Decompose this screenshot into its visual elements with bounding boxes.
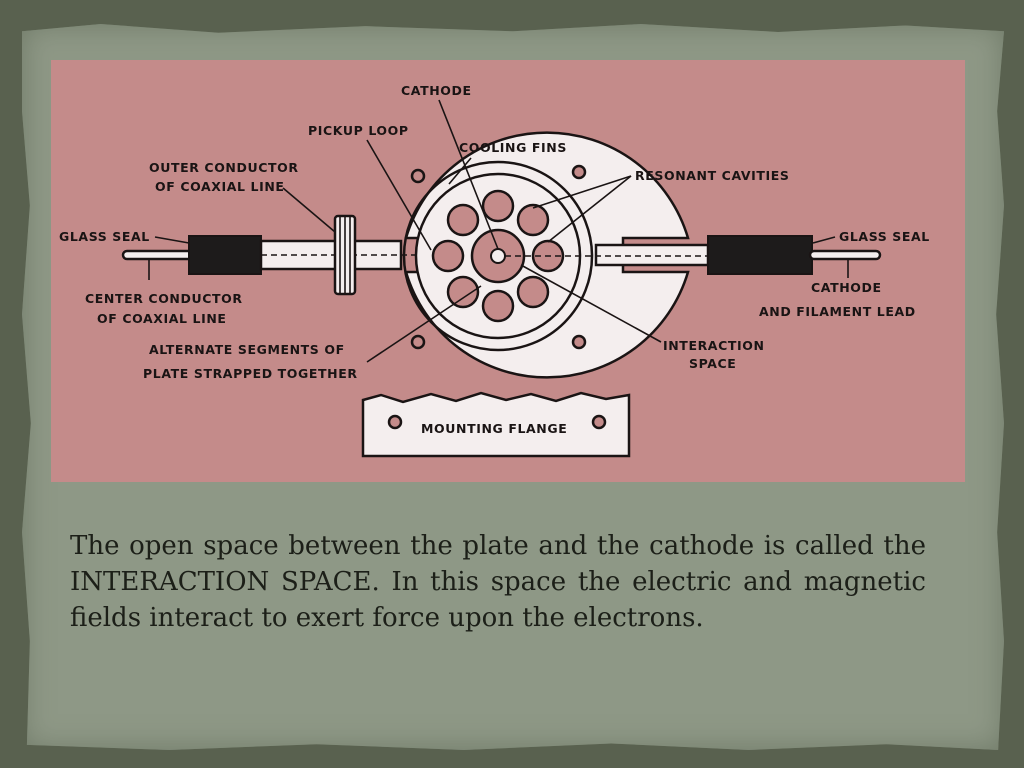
cavity-5 [481,289,515,323]
body-hole-2 [571,164,587,180]
cavity-7 [431,239,465,273]
label-outer-conductor-2: OF COAXIAL LINE [155,179,285,194]
center-conductor-left [121,249,195,261]
cavity-1 [481,189,515,223]
label-alternate-segments-1: ALTERNATE SEGMENTS OF [149,342,345,357]
leader-alternate-segments [366,285,482,363]
label-cathode: CATHODE [401,83,472,98]
glass-seal-left [188,235,262,275]
flange-hole-right [591,414,607,430]
label-center-conductor-1: CENTER CONDUCTOR [85,291,243,306]
label-alternate-segments-2: PLATE STRAPPED TOGETHER [143,366,358,381]
leader-glass-seal-right [812,236,836,244]
label-outer-conductor-1: OUTER CONDUCTOR [149,160,299,175]
leader-outer-conductor [282,187,336,233]
leader-cooling-fins [448,157,472,185]
label-interaction-space-2: SPACE [689,356,736,371]
mounting-flange [361,391,631,458]
glass-seal-right [707,235,813,275]
magnetron-drawing: CATHODE PICKUP LOOP COOLING FINS OUTER C… [59,83,930,458]
cathode-lead-tube [594,243,710,267]
cathode-lead-wire [808,249,882,261]
label-pickup-loop: PICKUP LOOP [308,123,409,138]
label-cathode-lead-1: CATHODE [811,280,882,295]
flange-hole-left [387,414,403,430]
cooling-fin-ring [402,160,594,352]
label-interaction-space-1: INTERACTION [663,338,765,353]
caption-text: The open space between the plate and the… [70,531,926,633]
body-hole-1 [410,168,426,184]
label-glass-seal-right: GLASS SEAL [839,229,930,244]
label-cathode-lead-2: AND FILAMENT LEAD [759,304,916,319]
leader-resonant-cavity-1 [532,175,632,209]
leader-interaction-space [520,264,662,343]
body-hole-4 [571,334,587,350]
label-cooling-fins: COOLING FINS [459,140,567,155]
cavity-4 [516,275,550,309]
label-resonant-cavities: RESONANT CAVITIES [635,168,790,183]
cathode [490,248,506,264]
label-glass-seal-left: GLASS SEAL [59,229,150,244]
leader-cathode-top [438,99,499,250]
leader-lines [148,99,849,363]
cavity-8 [446,203,480,237]
cavity-6 [446,275,480,309]
body-hole-3 [410,334,426,350]
magnetron-diagram: CATHODE PICKUP LOOP COOLING FINS OUTER C… [51,60,965,482]
label-mounting-flange: MOUNTING FLANGE [421,421,567,436]
leader-resonant-cavity-2 [547,175,632,243]
leader-glass-seal-left [154,236,190,244]
cavity-2 [516,203,550,237]
label-center-conductor-2: OF COAXIAL LINE [97,311,227,326]
leader-pickup-loop [366,139,432,251]
